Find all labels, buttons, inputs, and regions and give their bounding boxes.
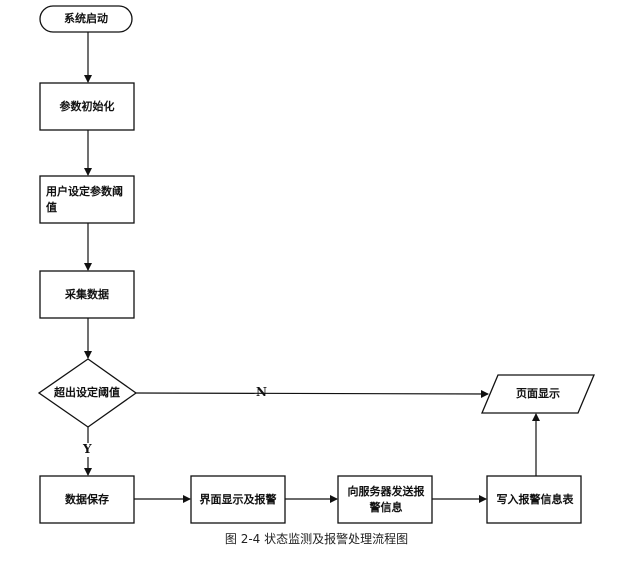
decision-label: 超出设定阈值	[54, 386, 120, 400]
set-threshold-label: 用户设定参数阈值	[46, 184, 123, 214]
init-box	[39, 82, 135, 131]
start-terminator	[39, 5, 133, 33]
write-table-label: 写入报警信息表	[496, 492, 574, 506]
write-table-box	[486, 475, 582, 524]
edge-label-yes: Y	[83, 442, 92, 456]
init-label: 参数初始化	[59, 99, 115, 113]
collect-box	[39, 270, 135, 319]
set-threshold-box	[39, 175, 135, 224]
page-display-parallelogram	[481, 374, 595, 414]
save-label: 数据保存	[65, 492, 109, 506]
start-label: 系统启动	[64, 12, 108, 26]
arrow-decision-to-page-display	[135, 389, 489, 398]
collect-label: 采集数据	[65, 287, 109, 301]
ui-alarm-box	[190, 475, 286, 524]
figure-caption: 图 2-4 状态监测及报警处理流程图	[224, 532, 409, 546]
edge-label-no: N	[256, 385, 267, 399]
send-server-label: 向服务器发送报警信息	[347, 484, 425, 514]
ui-alarm-label: 界面显示及报警	[199, 492, 277, 506]
page-display-label: 页面显示	[516, 387, 560, 401]
